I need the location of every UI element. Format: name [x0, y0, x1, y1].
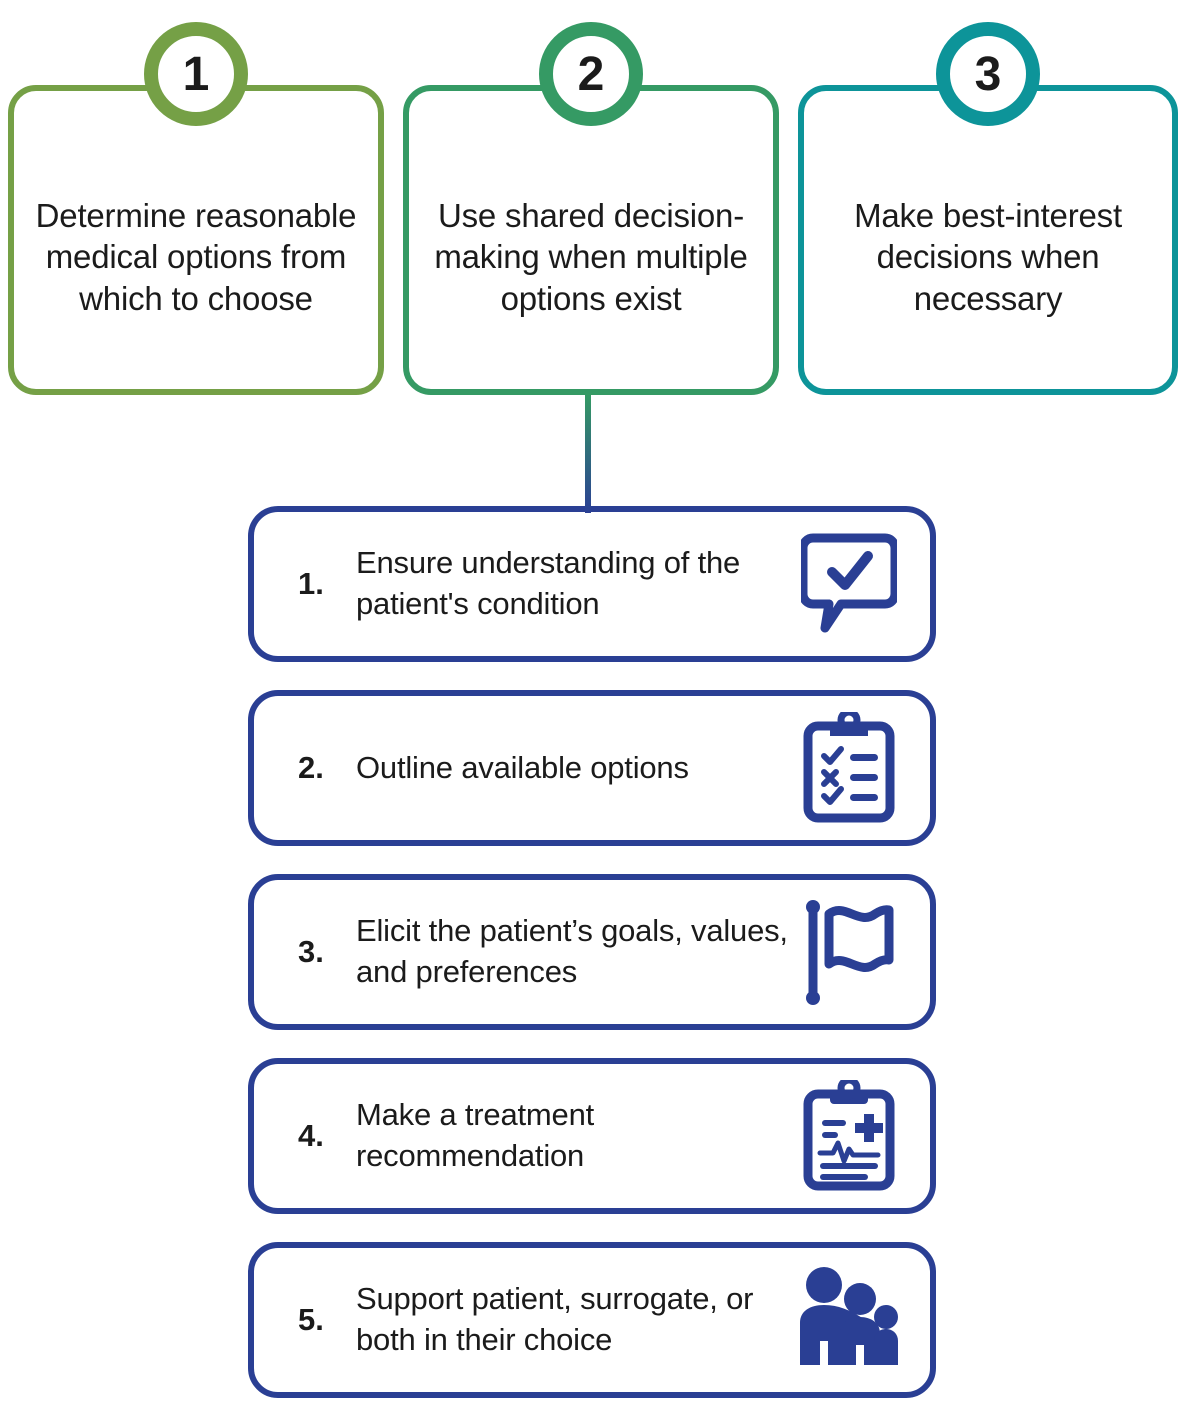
flag-icon: [794, 892, 904, 1012]
list-item[interactable]: 1. Ensure understanding of the patient's…: [248, 506, 936, 662]
step-number-badge-1: 1: [144, 22, 248, 126]
step-number-badge-2: 2: [539, 22, 643, 126]
list-item-label: Outline available options: [356, 749, 689, 785]
sub-steps-list: 1. Ensure understanding of the patient's…: [248, 506, 936, 1426]
step-number-badge-3: 3: [936, 22, 1040, 126]
list-item-number: 1.: [298, 566, 324, 601]
list-item-number: 4.: [298, 1118, 324, 1153]
list-item-number: 3.: [298, 934, 324, 969]
step-card-3[interactable]: Make best-interest decisions when necess…: [798, 85, 1178, 395]
list-item-label: Support patient, surrogate, or both in t…: [356, 1281, 754, 1357]
step-card-2-text: Use shared decision-making when multiple…: [434, 197, 748, 317]
list-item-number: 2.: [298, 750, 324, 785]
list-item[interactable]: 2. Outline available options: [248, 690, 936, 846]
two-people-icon: [794, 1260, 904, 1380]
medical-clipboard-icon: [794, 1076, 904, 1196]
list-item-number: 5.: [298, 1302, 324, 1337]
step-card-1-text: Determine reasonable medical options fro…: [35, 197, 357, 317]
top-steps-row: Determine reasonable medical options fro…: [0, 0, 1200, 400]
list-item-label: Elicit the patient’s goals, values, and …: [356, 913, 788, 989]
list-item-label: Ensure understanding of the patient's co…: [356, 545, 741, 621]
step-card-2[interactable]: Use shared decision-making when multiple…: [403, 85, 779, 395]
speech-bubble-check-icon: [794, 524, 904, 644]
step-card-1[interactable]: Determine reasonable medical options fro…: [8, 85, 384, 395]
clipboard-checklist-icon: [794, 708, 904, 828]
connector-line-step2-to-list: [585, 395, 591, 513]
step-card-3-text: Make best-interest decisions when necess…: [854, 197, 1122, 317]
list-item[interactable]: 5. Support patient, surrogate, or both i…: [248, 1242, 936, 1398]
list-item[interactable]: 3. Elicit the patient’s goals, values, a…: [248, 874, 936, 1030]
list-item[interactable]: 4. Make a treatment recommendation: [248, 1058, 936, 1214]
list-item-label: Make a treatment recommendation: [356, 1097, 595, 1173]
